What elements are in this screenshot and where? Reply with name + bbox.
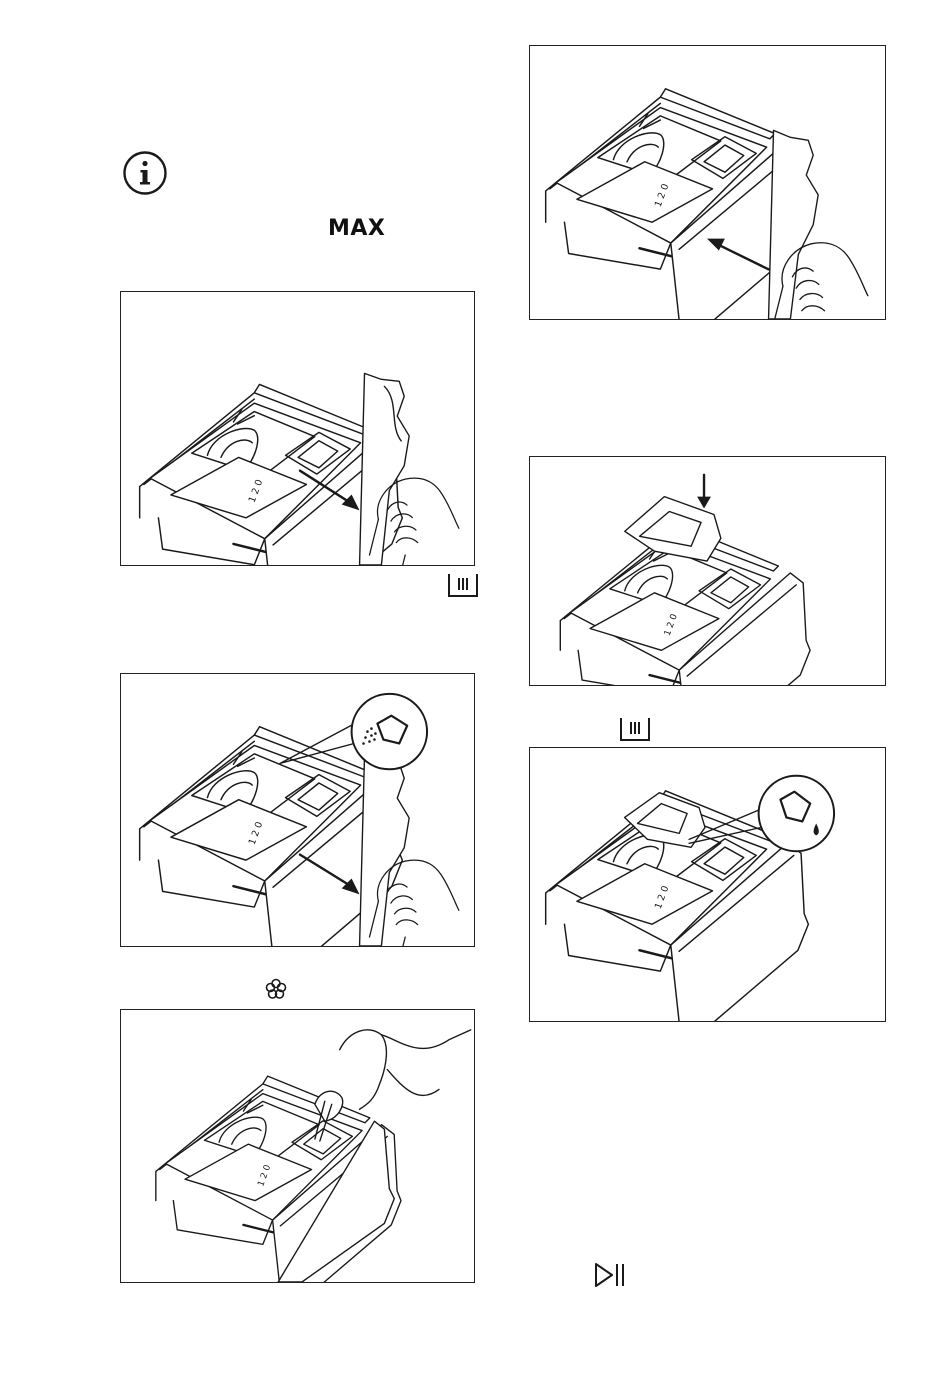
main-wash-compartment-icon-2 — [619, 716, 651, 742]
figure-liquid-fill — [529, 747, 886, 1022]
figure-powder-fill — [120, 673, 475, 947]
softener-flower-icon — [265, 978, 287, 1000]
start-pause-icon — [594, 1262, 626, 1288]
info-icon — [122, 150, 168, 196]
figure-flap-insert — [529, 456, 886, 686]
max-label: MAX — [328, 216, 385, 241]
figure-drawer-pull-out — [120, 291, 475, 566]
figure-softener-cap — [120, 1009, 475, 1283]
main-wash-compartment-icon — [447, 572, 479, 598]
figure-drawer-push-in — [529, 45, 886, 320]
